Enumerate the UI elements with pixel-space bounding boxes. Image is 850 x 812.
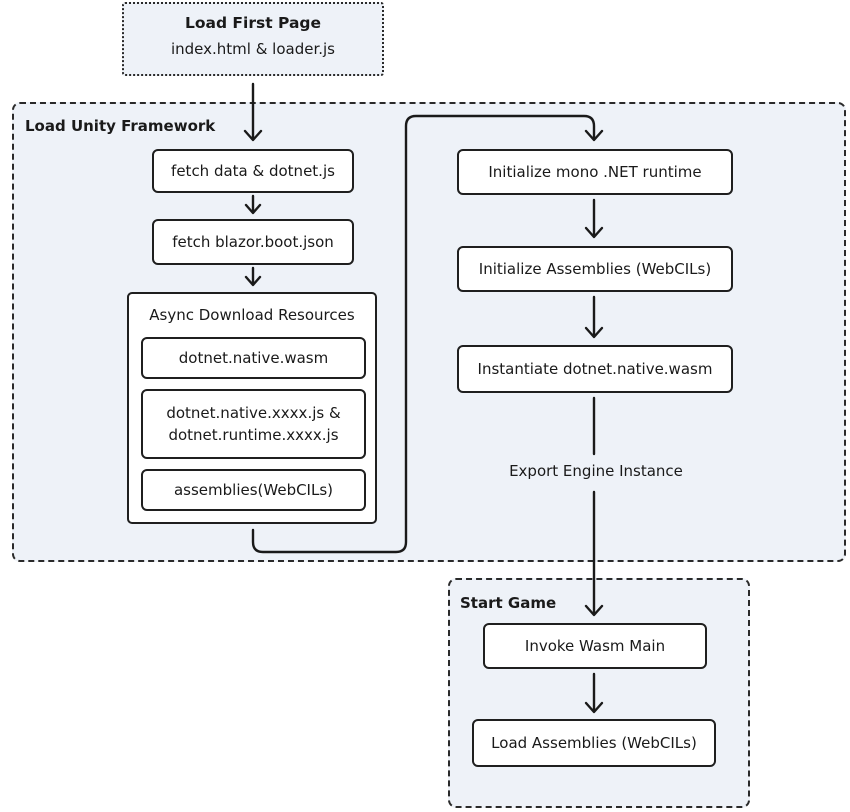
fetch-blazor-boot-node: fetch blazor.boot.json — [152, 219, 354, 265]
initialize-mono-runtime-node: Initialize mono .NET runtime — [457, 149, 733, 195]
arrow-export-to-invoke-main — [584, 490, 604, 617]
arrow-fetch-data-to-boot — [244, 194, 262, 215]
arrow-assemblies-to-instantiate — [584, 295, 604, 339]
dotnet-js-files-node: dotnet.native.xxxx.js & dotnet.runtime.x… — [141, 389, 366, 459]
dotnet-native-wasm-node: dotnet.native.wasm — [141, 337, 366, 379]
arrow-invoke-to-load-assemblies — [584, 672, 604, 714]
arrow-runtime-to-assemblies — [584, 198, 604, 239]
start-game-group: Start Game — [448, 578, 750, 808]
arrow-boot-to-async — [244, 266, 262, 287]
load-first-page-box: Load First Page index.html & loader.js — [122, 2, 384, 76]
start-game-label: Start Game — [460, 594, 557, 612]
async-download-label: Async Download Resources — [149, 306, 355, 324]
dotnet-runtime-js-line: dotnet.runtime.xxxx.js — [168, 426, 339, 444]
dotnet-native-js-line: dotnet.native.xxxx.js & — [166, 404, 341, 422]
export-engine-instance-label: Export Engine Instance — [478, 462, 714, 480]
arrow-first-page-to-fetch-data — [243, 82, 263, 142]
load-first-page-subtitle: index.html & loader.js — [170, 40, 336, 58]
assemblies-webcils-node: assemblies(WebCILs) — [141, 469, 366, 511]
initialize-assemblies-node: Initialize Assemblies (WebCILs) — [457, 246, 733, 292]
fetch-data-node: fetch data & dotnet.js — [152, 149, 354, 193]
load-assemblies-node: Load Assemblies (WebCILs) — [472, 719, 716, 767]
load-unity-framework-label: Load Unity Framework — [25, 117, 216, 135]
load-first-page-title: Load First Page — [184, 14, 322, 32]
invoke-wasm-main-node: Invoke Wasm Main — [483, 623, 707, 669]
arrow-async-to-init-runtime — [251, 114, 604, 554]
instantiate-wasm-node: Instantiate dotnet.native.wasm — [457, 345, 733, 393]
